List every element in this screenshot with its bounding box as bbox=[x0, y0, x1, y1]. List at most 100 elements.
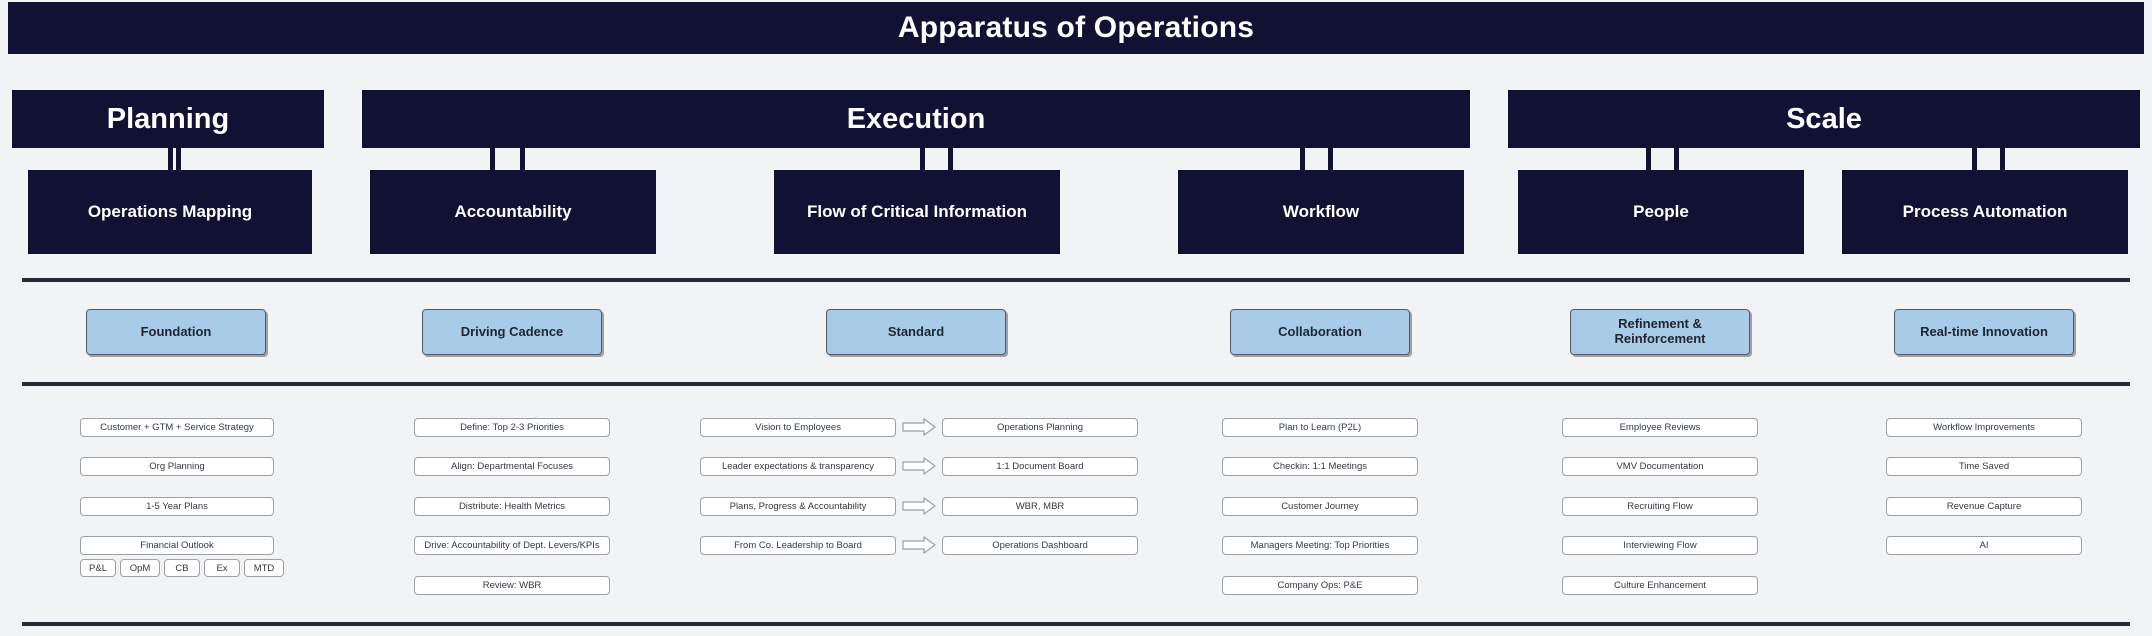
pillar-label: People bbox=[1633, 202, 1689, 221]
chip-label: OpM bbox=[129, 562, 151, 574]
list-item-label: Review: WBR bbox=[482, 580, 542, 591]
list-item[interactable]: Employee Reviews bbox=[1562, 418, 1758, 437]
list-item-label: Interviewing Flow bbox=[1623, 540, 1697, 551]
list-item[interactable]: Operations Planning bbox=[942, 418, 1138, 437]
list-item[interactable]: WBR, MBR bbox=[942, 497, 1138, 516]
tier-standard[interactable]: Standard bbox=[826, 309, 1006, 355]
tier-real-time-innovation[interactable]: Real-time Innovation bbox=[1894, 309, 2074, 355]
tier-foundation[interactable]: Foundation bbox=[86, 309, 266, 355]
phase-header-execution[interactable]: Execution bbox=[362, 90, 1470, 148]
list-item[interactable]: Customer Journey bbox=[1222, 497, 1418, 516]
list-item[interactable]: Company Ops: P&E bbox=[1222, 576, 1418, 595]
chip-opm[interactable]: OpM bbox=[120, 559, 160, 577]
connector-exec-3 bbox=[920, 148, 925, 170]
phase-label: Scale bbox=[1786, 102, 1862, 135]
list-item-label: Customer Journey bbox=[1281, 501, 1359, 512]
chip-cb[interactable]: CB bbox=[164, 559, 200, 577]
list-item[interactable]: Culture Enhancement bbox=[1562, 576, 1758, 595]
list-item-label: Company Ops: P&E bbox=[1277, 580, 1363, 591]
connector-exec-1 bbox=[490, 148, 495, 170]
pillar-accountability[interactable]: Accountability bbox=[370, 170, 656, 254]
list-item[interactable]: Leader expectations & transparency bbox=[700, 457, 896, 476]
phase-header-planning[interactable]: Planning bbox=[12, 90, 324, 148]
list-item-label: 1-5 Year Plans bbox=[146, 501, 208, 512]
list-item-label: WBR, MBR bbox=[1015, 501, 1065, 512]
phase-label: Planning bbox=[106, 102, 230, 135]
list-item-label: Employee Reviews bbox=[1619, 422, 1701, 433]
pillar-workflow[interactable]: Workflow bbox=[1178, 170, 1464, 254]
list-item[interactable]: VMV Documentation bbox=[1562, 457, 1758, 476]
list-item[interactable]: Plans, Progress & Accountability bbox=[700, 497, 896, 516]
list-item[interactable]: Vision to Employees bbox=[700, 418, 896, 437]
chip-pl[interactable]: P&L bbox=[80, 559, 116, 577]
list-item[interactable]: Plan to Learn (P2L) bbox=[1222, 418, 1418, 437]
list-item[interactable]: Interviewing Flow bbox=[1562, 536, 1758, 555]
tier-label: Standard bbox=[887, 323, 945, 339]
pillar-operations-mapping[interactable]: Operations Mapping bbox=[28, 170, 312, 254]
tier-label: Real-time Innovation bbox=[1920, 323, 2048, 339]
phase-header-scale[interactable]: Scale bbox=[1508, 90, 2140, 148]
arrow-right-icon bbox=[902, 418, 936, 436]
list-item[interactable]: Workflow Improvements bbox=[1886, 418, 2082, 437]
list-item-label: Customer + GTM + Service Strategy bbox=[100, 422, 254, 433]
list-item[interactable]: Time Saved bbox=[1886, 457, 2082, 476]
list-item-label: 1:1 Document Board bbox=[996, 461, 1084, 472]
chip-ex[interactable]: Ex bbox=[204, 559, 240, 577]
list-item[interactable]: Distribute: Health Metrics bbox=[414, 497, 610, 516]
chip-label: CB bbox=[175, 562, 189, 574]
list-item-label: Org Planning bbox=[149, 461, 205, 472]
pillar-label: Workflow bbox=[1282, 202, 1360, 221]
tier-label: Foundation bbox=[140, 323, 212, 339]
list-item[interactable]: Customer + GTM + Service Strategy bbox=[80, 418, 274, 437]
list-item-label: Define: Top 2-3 Priorities bbox=[460, 422, 564, 433]
list-item[interactable]: Financial Outlook bbox=[80, 536, 274, 555]
list-item[interactable]: AI bbox=[1886, 536, 2082, 555]
list-item[interactable]: Revenue Capture bbox=[1886, 497, 2082, 516]
divider-rule-bottom bbox=[22, 622, 2130, 626]
tier-refinement-reinforcement[interactable]: Refinement & Reinforcement bbox=[1570, 309, 1750, 355]
chip-mtd[interactable]: MTD bbox=[244, 559, 284, 577]
list-item[interactable]: Managers Meeting: Top Priorities bbox=[1222, 536, 1418, 555]
list-item-label: Financial Outlook bbox=[140, 540, 214, 551]
arrow-right-icon bbox=[902, 536, 936, 554]
list-item-label: Distribute: Health Metrics bbox=[458, 501, 566, 512]
pillar-process-automation[interactable]: Process Automation bbox=[1842, 170, 2128, 254]
list-item-label: Operations Planning bbox=[996, 422, 1084, 433]
list-item[interactable]: Recruiting Flow bbox=[1562, 497, 1758, 516]
list-item-label: Time Saved bbox=[1958, 461, 2010, 472]
pillar-people[interactable]: People bbox=[1518, 170, 1804, 254]
list-item[interactable]: Review: WBR bbox=[414, 576, 610, 595]
list-item-label: Align: Departmental Focuses bbox=[451, 461, 573, 472]
list-item-label: Drive: Accountability of Dept. Levers/KP… bbox=[424, 540, 600, 551]
list-item[interactable]: 1-5 Year Plans bbox=[80, 497, 274, 516]
pillar-flow-of-critical-information[interactable]: Flow of Critical Information bbox=[774, 170, 1060, 254]
chip-label: Ex bbox=[216, 562, 228, 574]
list-item-label: Managers Meeting: Top Priorities bbox=[1250, 540, 1390, 551]
tier-label: Refinement & Reinforcement bbox=[1614, 316, 1706, 346]
list-item[interactable]: Align: Departmental Focuses bbox=[414, 457, 610, 476]
list-item[interactable]: Define: Top 2-3 Priorities bbox=[414, 418, 610, 437]
list-item[interactable]: Drive: Accountability of Dept. Levers/KP… bbox=[414, 536, 610, 555]
connector-exec-5 bbox=[1300, 148, 1305, 170]
arrow-right-icon bbox=[902, 457, 936, 475]
list-item[interactable]: 1:1 Document Board bbox=[942, 457, 1138, 476]
page-title-bar: Apparatus of Operations bbox=[8, 2, 2144, 54]
tier-label: Driving Cadence bbox=[460, 323, 564, 339]
list-item[interactable]: Org Planning bbox=[80, 457, 274, 476]
connector-scale-3 bbox=[1972, 148, 1977, 170]
list-item[interactable]: Operations Dashboard bbox=[942, 536, 1138, 555]
list-item-label: Workflow Improvements bbox=[1933, 422, 2035, 433]
list-item-label: Culture Enhancement bbox=[1614, 580, 1706, 591]
list-item-label: AI bbox=[1979, 540, 1989, 551]
connector-exec-6 bbox=[1328, 148, 1333, 170]
tier-collaboration[interactable]: Collaboration bbox=[1230, 309, 1410, 355]
list-item-label: Leader expectations & transparency bbox=[721, 461, 875, 472]
tier-driving-cadence[interactable]: Driving Cadence bbox=[422, 309, 602, 355]
tier-label: Collaboration bbox=[1278, 323, 1362, 339]
list-item[interactable]: From Co. Leadership to Board bbox=[700, 536, 896, 555]
connector-planning-1 bbox=[176, 148, 181, 170]
connector-scale-2 bbox=[1674, 148, 1679, 170]
connector-exec-2 bbox=[520, 148, 525, 170]
list-item[interactable]: Checkin: 1:1 Meetings bbox=[1222, 457, 1418, 476]
